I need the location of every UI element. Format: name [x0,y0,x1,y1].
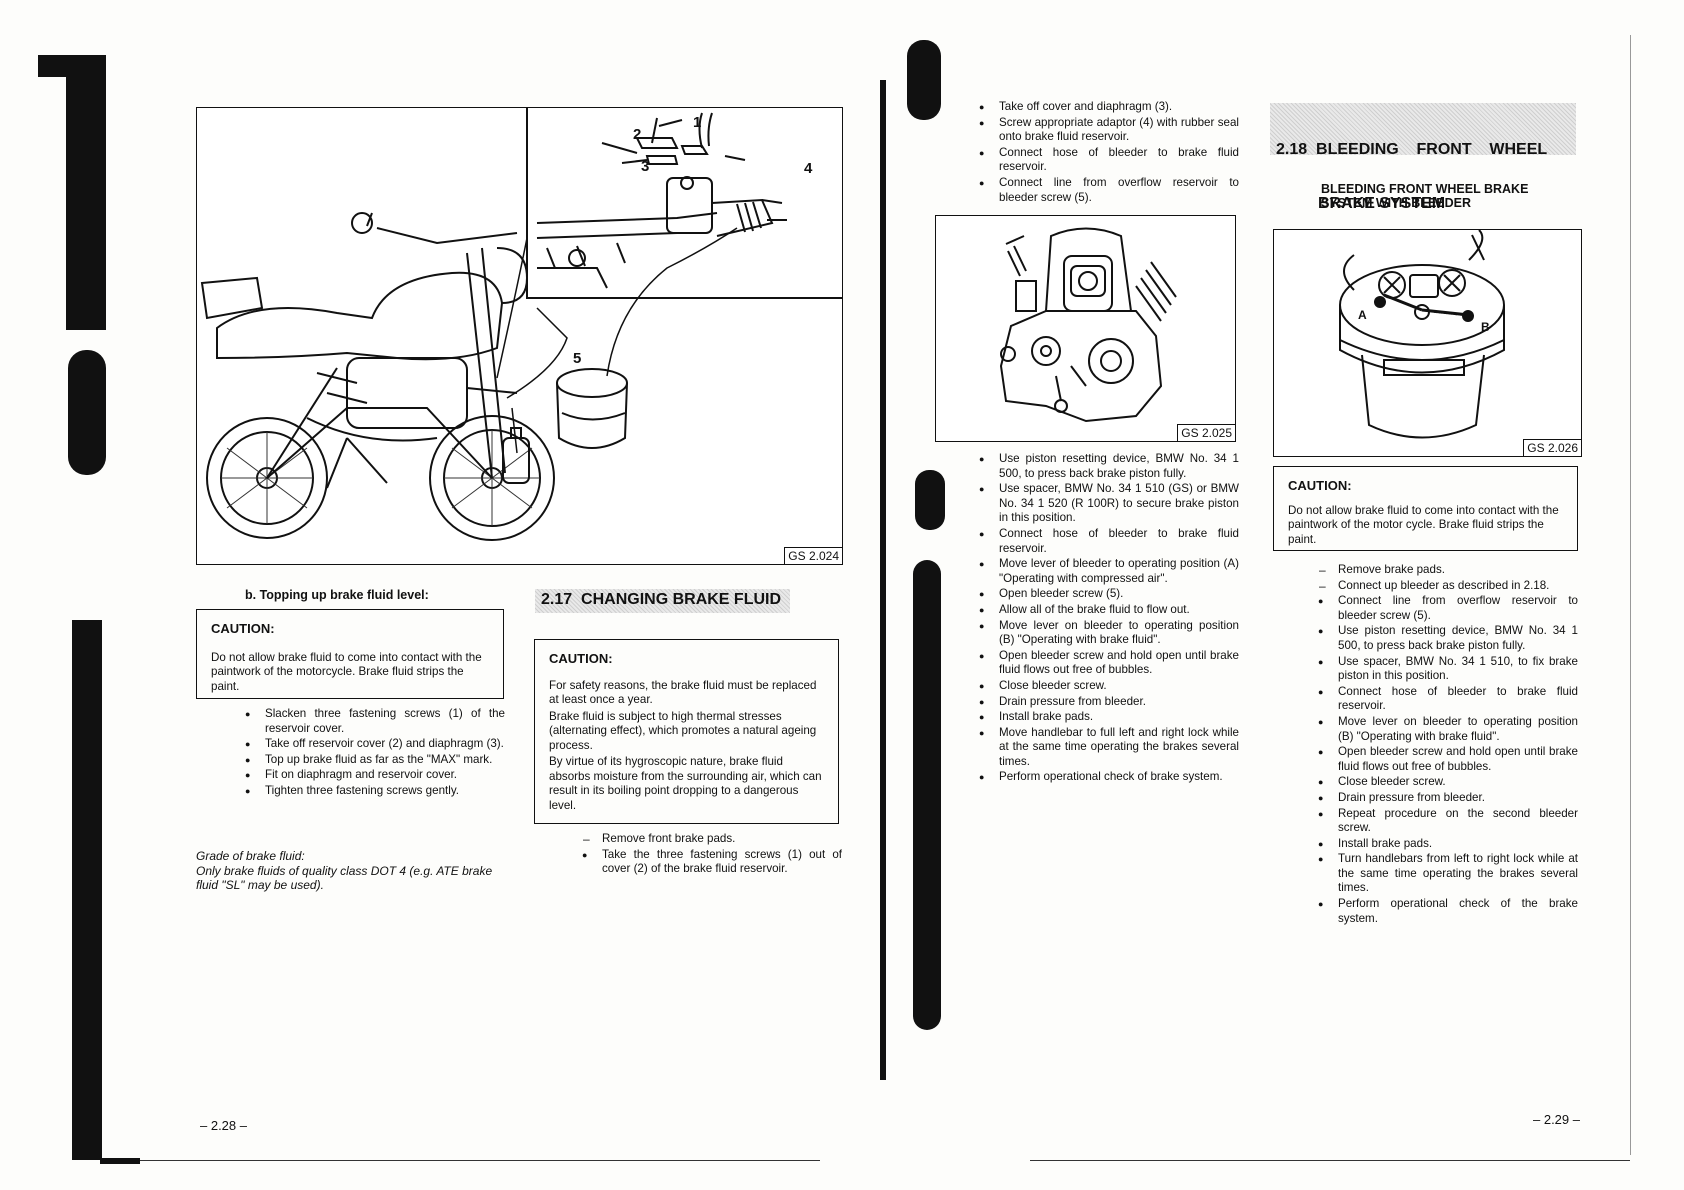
section-number: 2.17 [541,591,573,608]
caution-paragraph: For safety reasons, the brake fluid must… [549,678,817,707]
section-heading-2-17: 2.17 CHANGING BRAKE FLUID [535,589,790,613]
list-item: Repeat procedure on the second bleeder s… [1316,807,1578,836]
section-title: CHANGING BRAKE FLUID [581,591,782,608]
list-item: Use spacer, BMW No. 34 1 510 (GS) or BMW… [977,482,1239,526]
list-item: Close bleeder screw. [1316,775,1578,790]
list-item: Connect up bleeder as described in 2.18. [1316,579,1578,594]
fig-letter-b: B [1481,320,1490,334]
list-item: Drain pressure from bleeder. [977,695,1239,710]
section-heading-2-18: 2.18 BLEEDING FRONT WHEEL BRAKE SYSTEM [1270,103,1576,212]
page-number-left: – 2.28 – [200,1118,247,1133]
list-item: Install brake pads. [1316,837,1578,852]
figure-label: GS 2.026 [1523,439,1581,456]
list-item: Screw appropriate adaptor (4) with rubbe… [977,116,1239,145]
scan-edge-left [66,60,106,330]
grade-of-brake-fluid: Grade of brake fluid: Only brake fluids … [196,849,516,893]
gutter-shadow [907,40,941,120]
list-item: Install brake pads. [977,710,1239,725]
caution-paragraph: By virtue of its hygroscopic nature, bra… [549,755,822,812]
grade-title: Grade of brake fluid: [196,849,305,863]
gutter-shadow [880,80,886,1080]
figure-bleeder: A B GS 2.026 [1273,229,1582,457]
grade-text: Only brake fluids of quality class DOT 4… [196,863,493,893]
page-bottom-rule [140,1160,820,1161]
right-page-steps-top: Take off cover and diaphragm (3). Screw … [977,100,1239,206]
caution-text: Do not allow brake fluid to come into co… [1288,503,1559,546]
list-item: Move lever on bleeder to operating posit… [1316,715,1578,744]
list-item: Slacken three fastening screws (1) of th… [243,707,505,736]
list-item: Perform operational check of the brake s… [1316,897,1578,926]
callout-4: 4 [804,160,813,177]
list-item: Tighten three fastening screws gently. [243,784,505,799]
page-right-edge [1630,35,1631,1155]
caution-title: CAUTION: [549,651,613,666]
list-item: Allow all of the brake fluid to flow out… [977,603,1239,618]
page-number-right: – 2.29 – [1533,1112,1580,1127]
callout-3: 3 [641,158,650,175]
list-item: Open bleeder screw and hold open until b… [1316,745,1578,774]
subheading-topping-up: b. Topping up brake fluid level: [245,588,429,602]
brake-caliper-drawing [999,227,1177,423]
list-item: Move handlebar to full left and right lo… [977,726,1239,770]
list-item: Use piston resetting device, BMW No. 34 … [977,452,1239,481]
right-page-steps-bottom: Use piston resetting device, BMW No. 34 … [977,452,1239,786]
page-bottom-rule [1030,1160,1630,1161]
list-item: Close bleeder screw. [977,679,1239,694]
changing-brake-fluid-steps: Remove front brake pads. Take the three … [580,832,842,878]
list-item: Connect line from overflow reservoir to … [977,176,1239,205]
section-title-line1: BLEEDING FRONT WHEEL [1316,141,1548,158]
figure-label: GS 2.024 [784,547,842,564]
list-item: Turn handlebars from left to right lock … [1316,852,1578,896]
list-item: Take the three fastening screws (1) out … [580,848,842,877]
caution-title: CAUTION: [211,621,275,636]
list-item: Take off cover and diaphragm (3). [977,100,1239,115]
list-item: Connect hose of bleeder to brake fluid r… [977,527,1239,556]
callout-2: 2 [633,126,642,143]
caution-box-2-18: CAUTION: Do not allow brake fluid to com… [1273,466,1578,551]
caution-box-2-17: CAUTION: For safety reasons, the brake f… [534,639,839,824]
list-item: Move lever of bleeder to operating posit… [977,557,1239,586]
callout-1: 1 [693,114,702,131]
list-item: Remove front brake pads. [580,832,842,847]
caution-box: CAUTION: Do not allow brake fluid to com… [196,609,504,699]
scan-edge-left [72,620,102,1160]
list-item: Use spacer, BMW No. 34 1 510, to fix bra… [1316,655,1578,684]
bleeder-drawing [1339,230,1505,439]
fig-letter-a: A [1358,308,1367,322]
list-item: Drain pressure from bleeder. [1316,791,1578,806]
subheading-bleeding-with-bleeder: BLEEDING FRONT WHEEL BRAKE SYSTEM WITH B… [1321,182,1529,210]
scan-edge-left [68,350,106,475]
scan-edge-left [100,1158,140,1164]
list-item: Open bleeder screw (5). [977,587,1239,602]
section-title-line2: BRAKE SYSTEM [1318,195,1446,212]
list-item: Open bleeder screw and hold open until b… [977,649,1239,678]
caution-title: CAUTION: [1288,478,1352,493]
list-item: Fit on diaphragm and reservoir cover. [243,768,505,783]
list-item: Remove brake pads. [1316,563,1578,578]
figure-motorcycle-reservoir: 2 1 3 4 5 GS 2.024 [196,107,843,565]
list-item: Connect hose of bleeder to brake fluid r… [1316,685,1578,714]
caution-paragraph: Brake fluid is subject to high thermal s… [549,709,817,752]
callout-5: 5 [573,350,582,367]
motorcycle-drawing [200,108,842,541]
caution-text: Do not allow brake fluid to come into co… [211,650,482,693]
figure-brake-caliper: GS 2.025 [935,215,1236,442]
topping-up-steps: Slacken three fastening screws (1) of th… [243,707,505,800]
list-item: Use piston resetting device, BMW No. 34 … [1316,624,1578,653]
gutter-shadow [915,470,945,530]
bleeding-steps: Remove brake pads. Connect up bleeder as… [1316,563,1578,927]
list-item: Move lever on bleeder to operating posit… [977,619,1239,648]
list-item: Connect line from overflow reservoir to … [1316,594,1578,623]
list-item: Take off reservoir cover (2) and diaphra… [243,737,505,752]
section-number: 2.18 [1276,141,1308,158]
figure-label: GS 2.025 [1177,424,1235,441]
list-item: Perform operational check of brake syste… [977,770,1239,785]
list-item: Connect hose of bleeder to brake fluid r… [977,146,1239,175]
list-item: Top up brake fluid as far as the "MAX" m… [243,753,505,768]
gutter-shadow [913,560,941,1030]
